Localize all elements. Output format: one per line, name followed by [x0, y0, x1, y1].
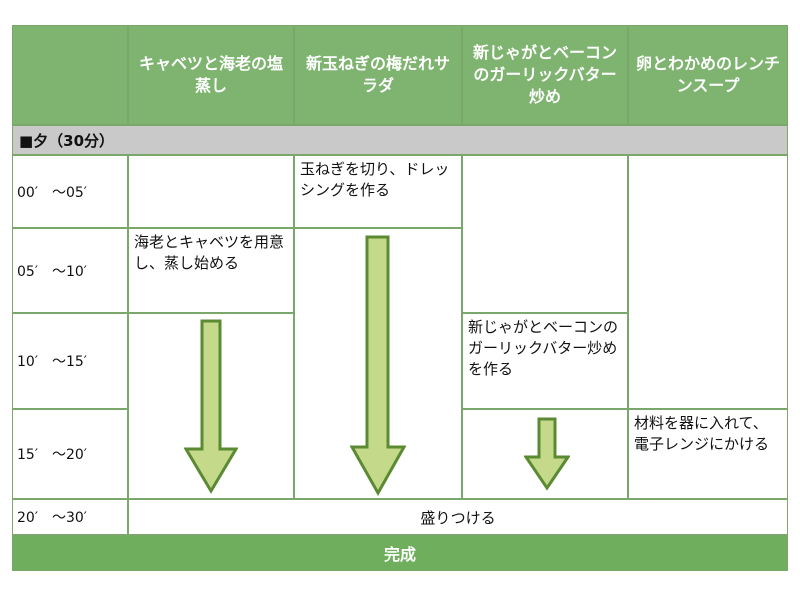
plating-cell: 盛りつける: [128, 499, 788, 535]
potato-task: 新じゃがとベーコンのガーリックバター炒めを作る: [462, 313, 628, 409]
onion-arrow-icon: [350, 235, 406, 497]
time-slot-0: 00′ ～05′: [12, 155, 128, 228]
column-header-soup: 卵とわかめのレンチンスープ: [628, 25, 788, 125]
column-header-onion: 新玉ねぎの梅だれサラダ: [294, 25, 462, 125]
shrimp-task: 海老とキャベツを用意し、蒸し始める: [128, 228, 294, 313]
soup-task: 材料を器に入れて、電子レンジにかける: [628, 409, 788, 499]
column-header-shrimp: キャベツと海老の塩蒸し: [128, 25, 294, 125]
time-slot-3: 15′ ～20′: [12, 409, 128, 499]
soup-empty-cell: [628, 155, 788, 409]
finish-banner: 完成: [12, 535, 788, 571]
time-slot-2: 10′ ～15′: [12, 313, 128, 409]
onion-task: 玉ねぎを切り、ドレッシングを作る: [294, 155, 462, 228]
schedule-table: キャベツと海老の塩蒸し 新玉ねぎの梅だれサラダ 新じゃがとベーコンのガーリックバ…: [12, 25, 788, 571]
potato-arrow-icon: [524, 417, 570, 491]
shrimp-empty-cell: [128, 155, 294, 228]
potato-empty-cell: [462, 155, 628, 313]
section-label: ■夕（30分）: [12, 125, 788, 155]
time-slot-4: 20′ ～30′: [12, 499, 128, 535]
header-corner: [12, 25, 128, 125]
time-slot-1: 05′ ～10′: [12, 228, 128, 313]
shrimp-arrow-icon: [184, 319, 238, 494]
column-header-potato: 新じゃがとベーコンのガーリックバター炒め: [462, 25, 628, 125]
